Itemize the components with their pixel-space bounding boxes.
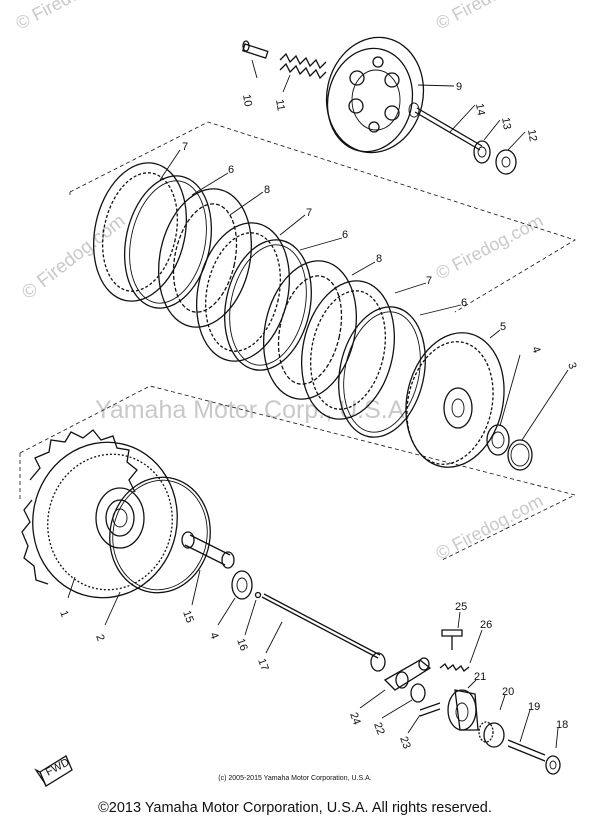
callout-7a: 7 <box>182 141 188 153</box>
callout-24: 24 <box>347 711 362 727</box>
callout-15: 15 <box>180 609 195 625</box>
clutch-housing-assembly <box>21 429 381 659</box>
callout-4b: 4 <box>207 631 220 641</box>
watermark-firedog-left-mid: © Firedog.com <box>18 211 129 304</box>
callout-7b: 7 <box>306 207 312 219</box>
clutch-boss-assembly <box>405 332 533 471</box>
callout-10: 10 <box>240 93 254 107</box>
watermark-yamaha: Yamaha Motor Corp., U.S.A. <box>95 396 411 424</box>
watermarks: © Firedog.com © Firedog.com © Firedog.co… <box>12 0 546 564</box>
callout-18: 18 <box>556 719 568 731</box>
callout-26: 26 <box>480 619 492 631</box>
callout-17: 17 <box>255 657 270 673</box>
callout-12: 12 <box>525 128 539 142</box>
callout-11: 11 <box>273 98 287 111</box>
callout-22: 22 <box>371 721 386 737</box>
watermark-firedog-right-low: © Firedog.com <box>432 490 546 563</box>
release-mechanism <box>370 629 561 775</box>
callout-8a: 8 <box>264 184 270 196</box>
callout-14: 14 <box>473 102 487 116</box>
callout-6b: 6 <box>342 229 348 241</box>
callout-3: 3 <box>565 361 578 371</box>
callout-2: 2 <box>93 633 106 643</box>
callout-20: 20 <box>502 686 514 698</box>
callout-13: 13 <box>499 116 513 130</box>
callout-19: 19 <box>528 701 540 713</box>
callout-6a: 6 <box>228 164 234 176</box>
pressure-plate-assembly <box>242 36 517 175</box>
callout-6c: 6 <box>461 297 467 309</box>
callout-1: 1 <box>57 609 70 619</box>
callout-7c: 7 <box>426 275 432 287</box>
diagram-copyright-small: (c) 2005-2015 Yamaha Motor Corporation, … <box>218 775 372 782</box>
clutch-plates <box>92 162 426 438</box>
dashed-group-boxes <box>19 121 577 561</box>
callout-5: 5 <box>500 321 506 333</box>
watermark-firedog-top: © Firedog.com <box>12 0 126 34</box>
callout-8b: 8 <box>376 253 382 265</box>
leader-lines <box>67 59 569 749</box>
callout-labels: 10 11 9 14 13 12 7 6 8 7 6 8 7 6 5 4 3 1… <box>57 81 578 751</box>
watermark-firedog-right-top: © Firedog.com <box>432 0 546 34</box>
callout-21: 21 <box>474 671 486 683</box>
callout-25: 25 <box>455 601 467 613</box>
copyright-footer: ©2013 Yamaha Motor Corporation, U.S.A. A… <box>98 800 492 816</box>
callout-16: 16 <box>234 637 249 653</box>
callout-9: 9 <box>456 81 462 93</box>
callout-23: 23 <box>397 735 412 751</box>
callout-4a: 4 <box>529 345 542 355</box>
watermark-firedog-right-mid: © Firedog.com <box>432 210 546 283</box>
